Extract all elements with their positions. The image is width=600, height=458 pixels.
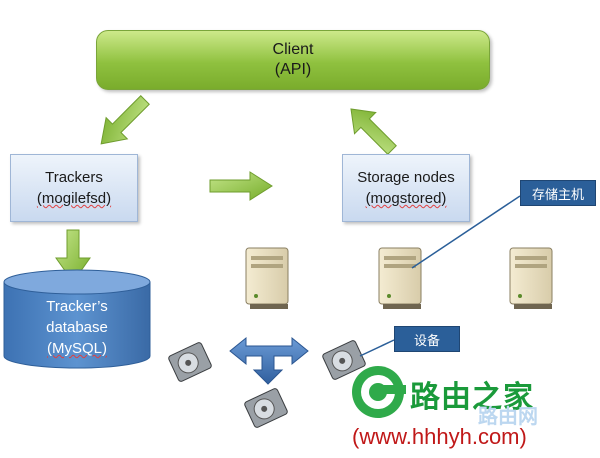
device-callout-label: 设备 — [413, 332, 440, 348]
database-line3: (MySQL) — [47, 340, 107, 357]
host-callout-line — [411, 195, 521, 269]
three-way-arrow — [229, 336, 309, 385]
hard-disk-icon — [244, 388, 288, 428]
device-callout: 设备 — [394, 326, 460, 352]
watermark-brand: 路由之家 — [410, 380, 534, 415]
arrow-trackers-to-storage — [209, 171, 273, 201]
database-line1: Tracker’s — [46, 298, 108, 315]
client-subtitle: (API) — [274, 61, 312, 78]
brand-logo-icon — [352, 366, 406, 418]
device-callout-line — [359, 339, 395, 357]
trackers-box: Trackers (mogilefsd) — [10, 154, 138, 222]
trackers-subtitle: (mogilefsd) — [36, 190, 112, 207]
database-line2: database — [46, 319, 108, 336]
storage-nodes-box: Storage nodes (mogstored) — [342, 154, 470, 222]
storage-title: Storage nodes — [357, 169, 455, 186]
hard-disk-icon — [168, 342, 212, 382]
server-icon — [245, 247, 289, 309]
database-cylinder — [3, 269, 151, 369]
host-callout-label: 存储主机 — [531, 186, 584, 202]
client-box: Client (API) — [96, 30, 490, 90]
server-icon — [509, 247, 553, 309]
watermark-url: (www.hhhyh.com) — [352, 424, 527, 449]
storage-subtitle: (mogstored) — [365, 190, 447, 207]
host-callout: 存储主机 — [520, 180, 596, 206]
watermark-ghost: 路由网 — [478, 404, 538, 428]
database-label: Tracker’s database (MySQL) — [4, 296, 150, 359]
server-icon — [378, 247, 422, 309]
arrow-client-to-trackers — [100, 95, 150, 145]
trackers-title: Trackers — [45, 169, 103, 186]
client-title: Client — [272, 41, 314, 58]
arrow-storage-to-client — [350, 108, 397, 155]
hard-disk-icon — [322, 340, 366, 380]
